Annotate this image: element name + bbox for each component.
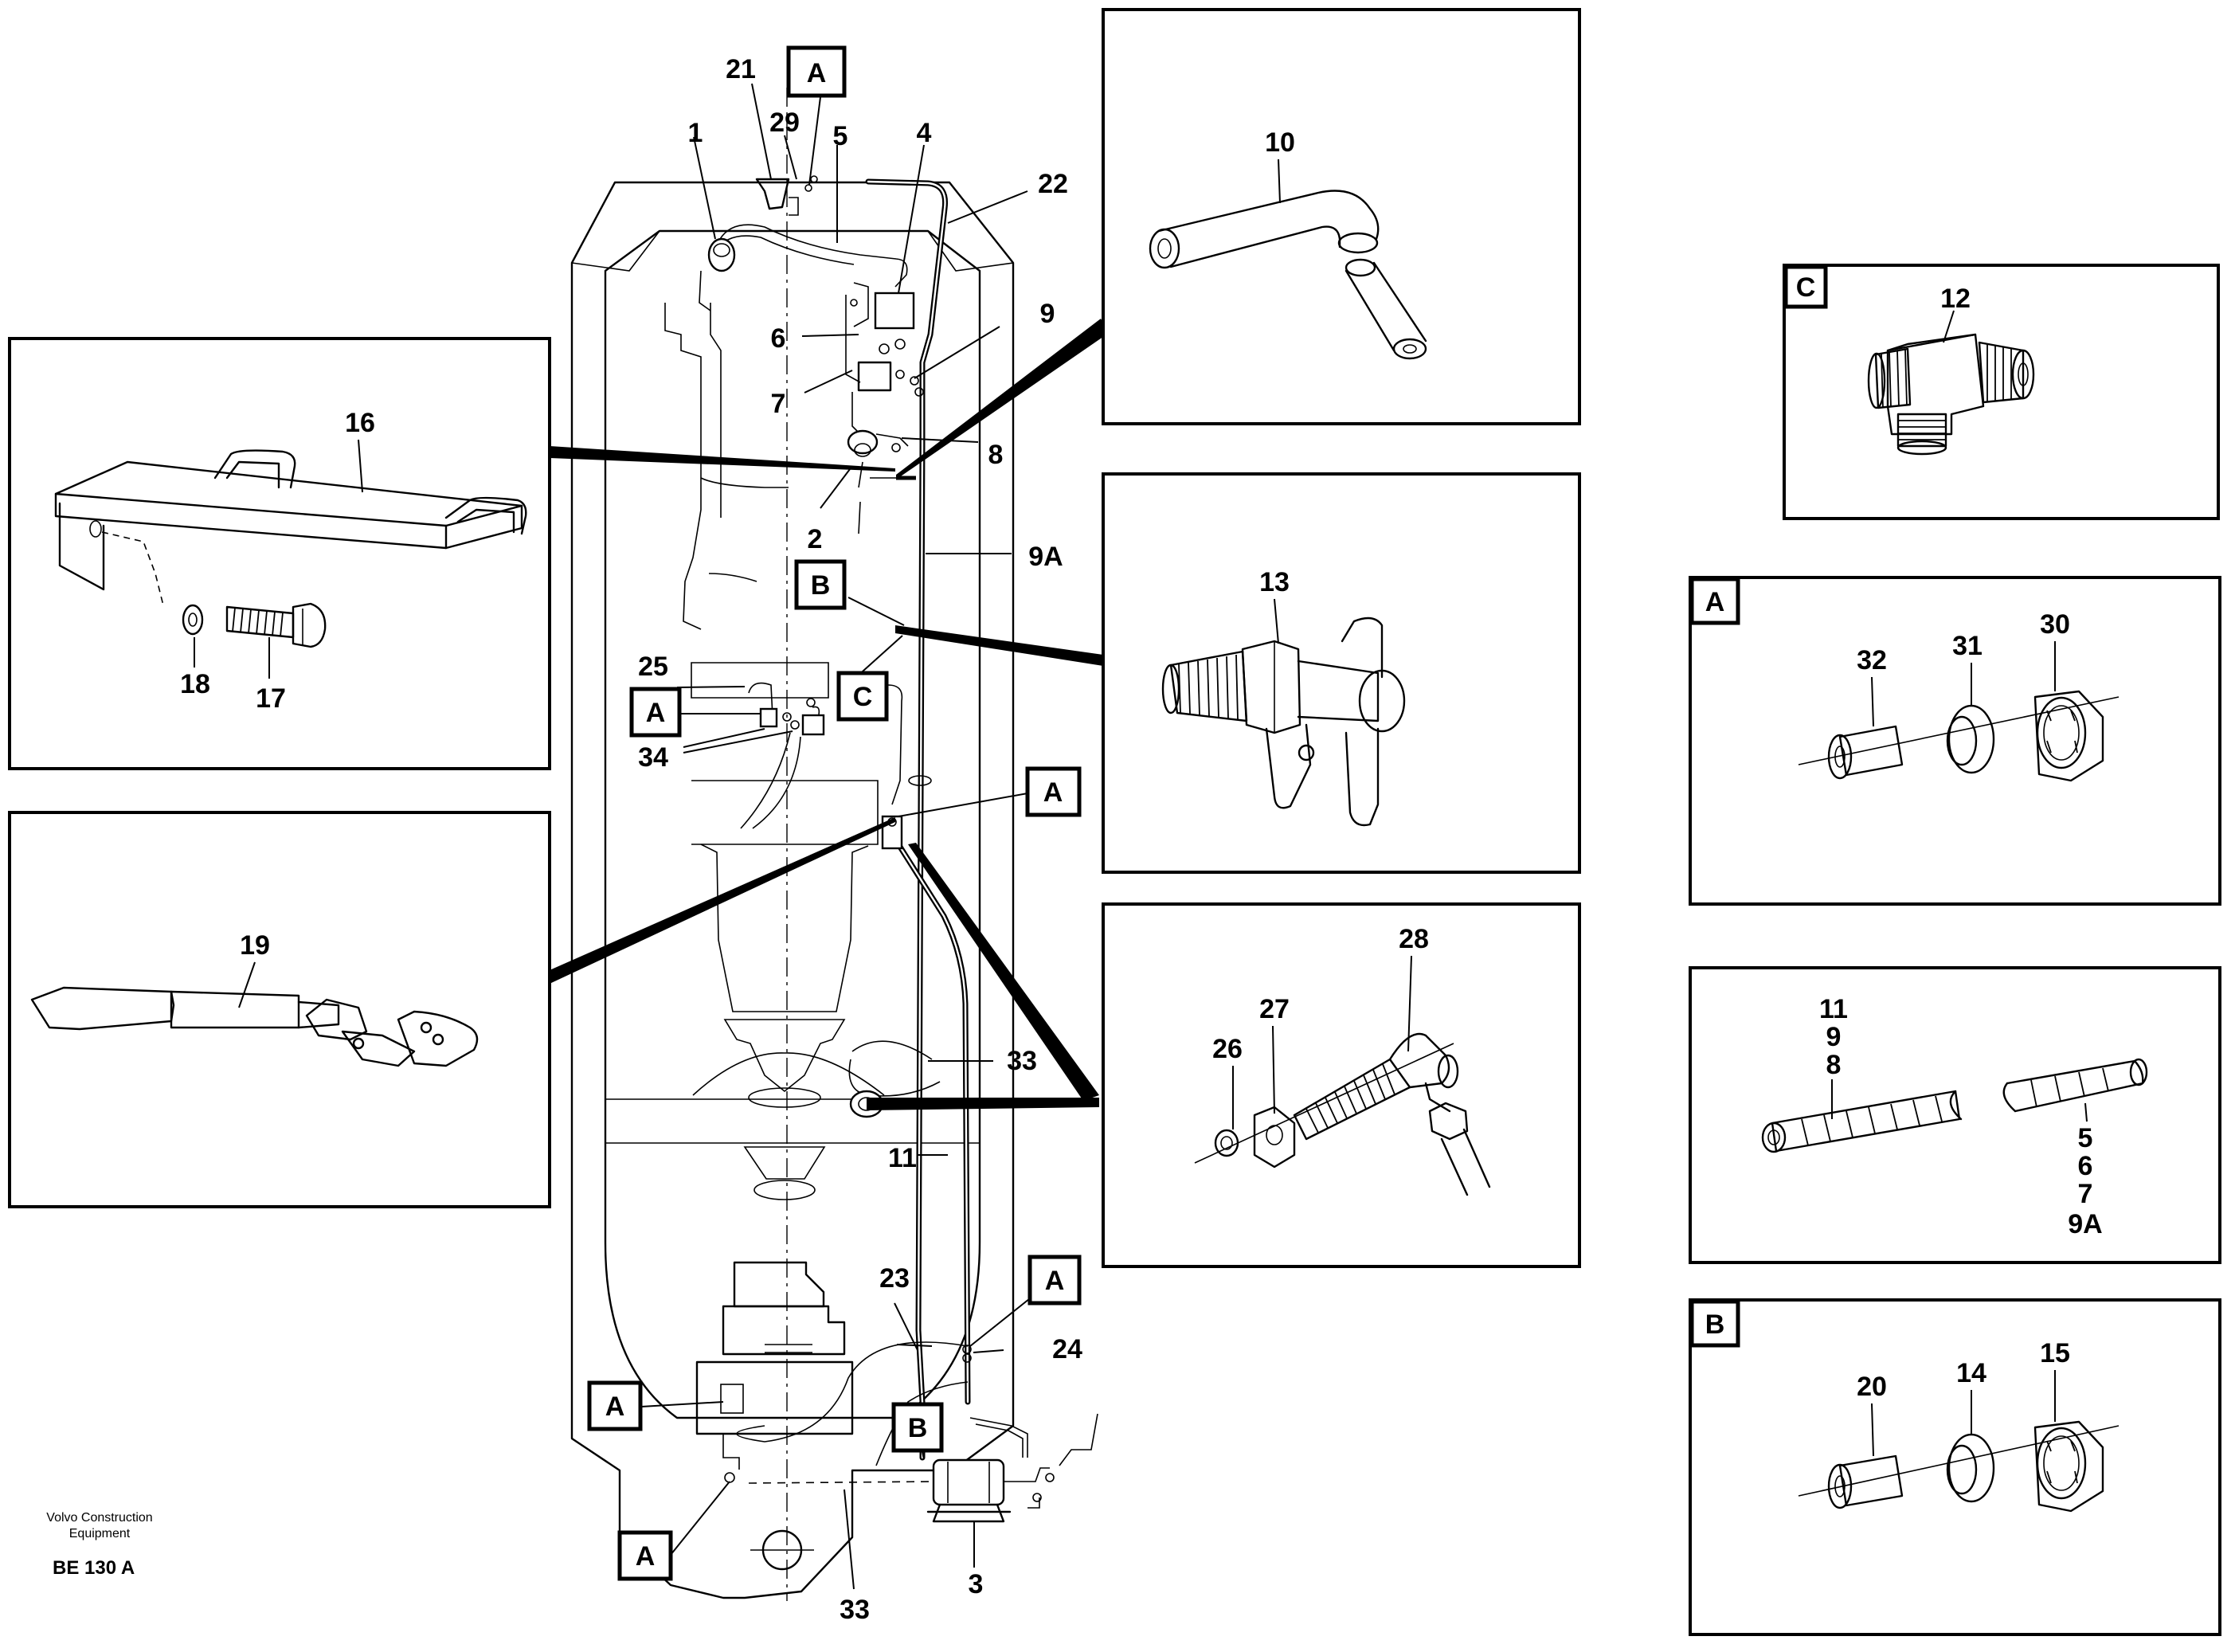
marker-a-lower-left: A <box>587 1380 643 1431</box>
callout-1: 1 <box>688 118 703 148</box>
detail-strap-19: 19 <box>8 811 551 1208</box>
svg-text:A: A <box>636 1541 656 1572</box>
marker-c-mid: C <box>836 671 889 722</box>
callout-33-bottom: 33 <box>840 1595 870 1625</box>
marker-a-bottom: A <box>617 1530 673 1581</box>
callout-27: 27 <box>1259 994 1290 1024</box>
wedge-to-10 <box>896 319 1109 480</box>
detail-fittings-b: B 20 14 15 <box>1689 1298 2221 1636</box>
pipe-label-6: 6 <box>2078 1151 2093 1181</box>
callout-9a: 9A <box>1028 542 1063 572</box>
section-markers: A B A C A A A B <box>587 45 1082 1581</box>
svg-text:A: A <box>646 698 666 728</box>
callout-30: 30 <box>2040 609 2070 640</box>
callout-26: 26 <box>1212 1034 1243 1064</box>
detail-cock-13: 13 <box>1102 472 1581 874</box>
svg-text:B: B <box>1705 1309 1725 1340</box>
callout-3: 3 <box>969 1569 984 1599</box>
marker-b-upper: B <box>794 559 847 610</box>
callout-31: 31 <box>1952 631 1983 661</box>
callout-20: 20 <box>1857 1372 1887 1402</box>
svg-text:A: A <box>807 58 827 88</box>
callout-14: 14 <box>1956 1358 1986 1388</box>
callout-9: 9 <box>1040 299 1055 329</box>
pipe-label-11: 11 <box>1819 994 1848 1024</box>
callout-33-top: 33 <box>1007 1046 1037 1076</box>
callout-15: 15 <box>2040 1338 2070 1368</box>
wedge-to-19 <box>550 817 895 984</box>
wedge-to-16 <box>550 446 895 472</box>
callout-10: 10 <box>1265 127 1295 158</box>
callout-28: 28 <box>1399 924 1429 954</box>
svg-text:C: C <box>1796 272 1816 303</box>
callout-17: 17 <box>256 683 286 714</box>
callout-23: 23 <box>879 1263 910 1294</box>
svg-text:B: B <box>908 1413 928 1443</box>
callout-29: 29 <box>769 108 800 138</box>
marker-a-left: A <box>629 687 682 738</box>
svg-text:A: A <box>1045 1266 1065 1296</box>
marker-a-top: A <box>786 45 847 98</box>
pipe-label-5: 5 <box>2078 1123 2093 1153</box>
marker-b-lower: B <box>891 1402 944 1453</box>
marker-a-right: A <box>1025 766 1082 817</box>
callout-34: 34 <box>638 742 668 773</box>
wedge-to-13 <box>895 625 1103 666</box>
section-letter-c: C <box>1783 264 1828 309</box>
machine-outline <box>570 88 1015 1601</box>
main-callouts: 21 29 1 5 4 22 6 9 7 8 2 9A 25 34 33 11 … <box>638 54 1082 1625</box>
callout-6: 6 <box>771 323 786 354</box>
internal-components <box>664 175 1098 1523</box>
callout-4: 4 <box>917 118 932 148</box>
drawing-code: BE 130 A <box>53 1557 135 1579</box>
pipe-label-9a: 9A <box>2068 1209 2102 1239</box>
section-letter-a: A <box>1689 577 1740 625</box>
manufacturer-line2: Equipment <box>69 1527 131 1540</box>
callout-8: 8 <box>988 440 1004 470</box>
svg-text:A: A <box>605 1392 625 1422</box>
callout-21: 21 <box>726 54 756 84</box>
callout-2: 2 <box>808 524 823 554</box>
callout-18: 18 <box>180 669 210 699</box>
svg-text:A: A <box>1043 777 1063 808</box>
wedge-to-28 <box>908 843 1099 1101</box>
callout-7: 7 <box>771 389 786 419</box>
callout-24: 24 <box>1052 1334 1082 1364</box>
detail-tee-12: C 12 <box>1783 264 2220 520</box>
detail-pipe-10: 10 <box>1102 8 1581 425</box>
callout-16: 16 <box>345 408 375 438</box>
callout-13: 13 <box>1259 567 1290 597</box>
marker-a-lower-right: A <box>1027 1255 1082 1306</box>
footer: Volvo Construction Equipment BE 130 A <box>46 1511 152 1579</box>
detail-fittings-a: A 32 31 30 <box>1689 576 2221 906</box>
manufacturer-line1: Volvo Construction <box>46 1511 152 1525</box>
svg-text:B: B <box>811 570 831 601</box>
callout-12: 12 <box>1940 284 1971 314</box>
pipe-label-8: 8 <box>1826 1050 1842 1080</box>
svg-text:A: A <box>1705 587 1725 617</box>
callout-32: 32 <box>1857 645 1887 675</box>
wedge-to-28b <box>867 1098 1099 1110</box>
detail-fitting-28: 26 27 28 <box>1102 902 1581 1268</box>
callout-22: 22 <box>1038 169 1068 199</box>
callout-19: 19 <box>240 930 270 961</box>
svg-text:C: C <box>853 682 873 712</box>
detail-bracket-16: 16 18 17 <box>8 337 551 770</box>
detail-pipe-segments: 11 9 8 5 6 7 9A <box>1689 966 2221 1264</box>
section-letter-b: B <box>1689 1299 1740 1348</box>
pipe-label-9: 9 <box>1826 1022 1842 1052</box>
callout-25: 25 <box>638 652 668 682</box>
callout-5: 5 <box>833 121 848 151</box>
callout-11: 11 <box>888 1143 917 1173</box>
leader-lines <box>550 83 1109 1590</box>
pipe-label-7: 7 <box>2078 1179 2093 1209</box>
